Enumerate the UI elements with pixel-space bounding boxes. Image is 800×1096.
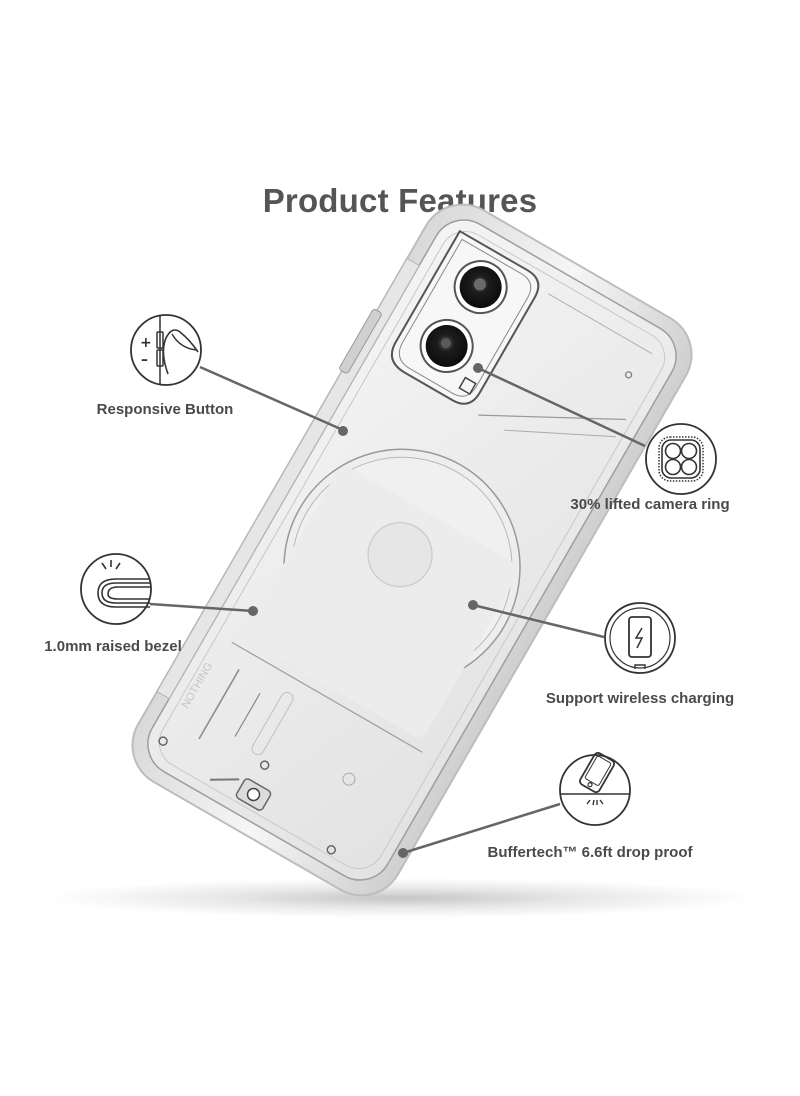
page-title: Product Features	[262, 182, 538, 219]
floor-shadow	[40, 878, 760, 918]
feature-label-raised-bezel: 1.0mm raised bezel	[44, 638, 182, 655]
camera-ring-icon	[645, 423, 717, 495]
wireless-charging-icon	[604, 602, 676, 674]
svg-text:+: +	[140, 335, 152, 351]
camera-module	[390, 229, 540, 405]
feature-label-wireless-charging: Support wireless charging	[545, 690, 735, 707]
side-button-press-icon: + –	[130, 314, 202, 386]
callout-lines	[149, 363, 646, 858]
drop-proof-icon	[559, 752, 631, 826]
raised-bezel-icon	[80, 553, 152, 625]
feature-label-camera-ring: 30% lifted camera ring	[570, 496, 730, 513]
feature-label-responsive-button: Responsive Button	[96, 401, 234, 418]
feature-label-drop-proof: Buffertech™ 6.6ft drop proof	[487, 844, 693, 861]
svg-text:–: –	[141, 352, 148, 368]
